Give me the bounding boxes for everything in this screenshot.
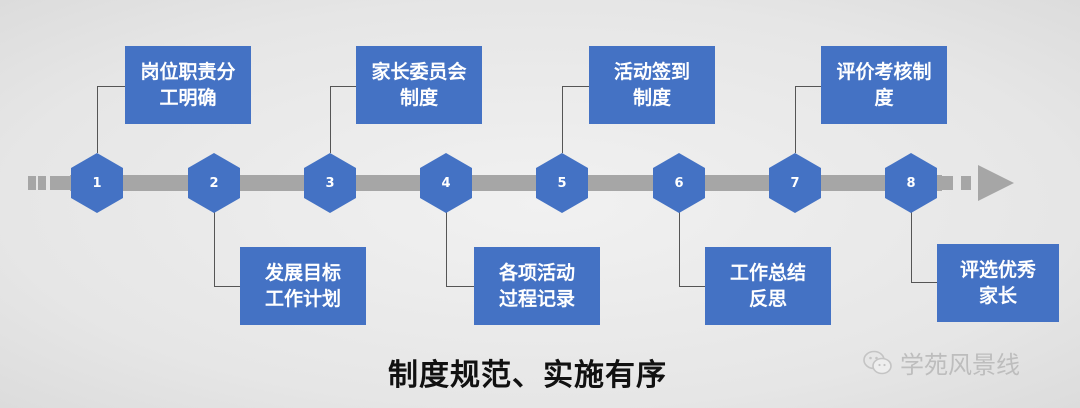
node-3: 3	[304, 153, 356, 213]
node-2: 2	[188, 153, 240, 213]
connector-3	[330, 86, 357, 153]
watermark-text: 学苑风景线	[900, 351, 1020, 379]
label-line: 工作计划	[264, 288, 341, 310]
axis-dash	[961, 176, 971, 190]
label-line: 家长	[978, 285, 1017, 307]
label-line: 评选优秀	[959, 259, 1036, 281]
label-line: 制度	[399, 87, 438, 109]
label-line: 度	[874, 87, 894, 109]
node-6: 6	[653, 153, 705, 213]
label-box-2: 发展目标工作计划	[240, 247, 366, 325]
node-5: 5	[536, 153, 588, 213]
label-line: 发展目标	[264, 262, 341, 284]
label-box-7: 评价考核制度	[821, 46, 947, 124]
arrow-head-icon	[978, 165, 1014, 201]
node-8: 8	[885, 153, 937, 213]
label-line: 工作总结	[729, 262, 806, 284]
wechat-icon	[863, 350, 892, 374]
connector-6	[679, 212, 706, 287]
label-box-8: 评选优秀家长	[937, 244, 1059, 322]
connector-1	[97, 86, 126, 153]
axis-dash	[38, 176, 46, 190]
label-box-1: 岗位职责分工明确	[125, 46, 251, 124]
label-line: 过程记录	[498, 288, 575, 310]
label-line: 反思	[748, 288, 787, 310]
node-4: 4	[420, 153, 472, 213]
connector-5	[562, 86, 589, 153]
connector-7	[795, 86, 822, 153]
label-line: 活动签到	[613, 61, 690, 83]
label-line: 评价考核制	[836, 61, 932, 83]
connector-2	[214, 212, 241, 287]
label-line: 家长委员会	[371, 61, 467, 83]
watermark: 学苑风景线	[862, 345, 1020, 380]
label-line: 岗位职责分	[140, 61, 236, 83]
axis-dash	[28, 176, 36, 190]
label-box-3: 家长委员会制度	[356, 46, 482, 124]
axis-dash	[941, 176, 953, 190]
axis-dash	[50, 176, 70, 190]
label-box-6: 工作总结反思	[705, 247, 831, 325]
connector-4	[446, 212, 475, 287]
label-box-5: 活动签到制度	[589, 46, 715, 124]
page-title: 制度规范、实施有序	[388, 358, 667, 393]
node-7: 7	[769, 153, 821, 213]
label-box-4: 各项活动过程记录	[474, 247, 600, 325]
label-line: 各项活动	[498, 262, 575, 284]
timeline-axis	[70, 175, 942, 191]
connector-8	[911, 212, 938, 283]
label-line: 工明确	[159, 87, 217, 109]
label-line: 制度	[632, 87, 671, 109]
node-1: 1	[71, 153, 123, 213]
